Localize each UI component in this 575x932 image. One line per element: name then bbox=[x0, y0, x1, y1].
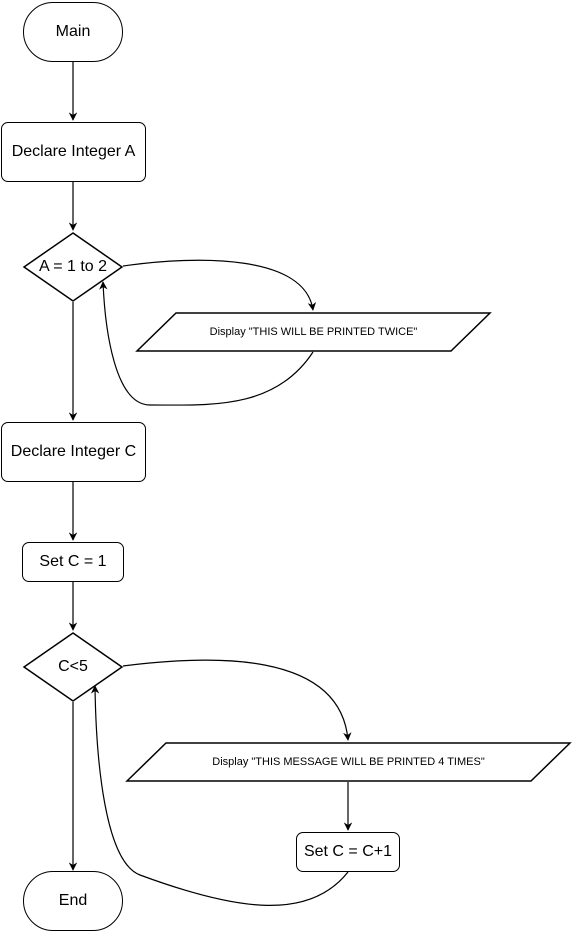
declare-a-label: Declare Integer A bbox=[11, 143, 136, 160]
start-terminal: Main bbox=[23, 2, 123, 62]
display-four-parallelogram bbox=[125, 742, 572, 782]
loop-a-label: A = 1 to 2 bbox=[38, 258, 108, 275]
declare-c-label: Declare Integer C bbox=[10, 443, 137, 460]
loop-c-label: C<5 bbox=[58, 658, 88, 675]
loop-c-decision: C<5 bbox=[22, 632, 124, 702]
end-terminal: End bbox=[23, 871, 123, 931]
declare-c-process: Declare Integer C bbox=[1, 422, 146, 482]
set-c-label: Set C = 1 bbox=[39, 553, 107, 570]
increment-c-label: Set C = C+1 bbox=[303, 843, 393, 860]
declare-a-process: Declare Integer A bbox=[1, 122, 146, 182]
arrow-loop-c-to-display-four bbox=[122, 659, 352, 741]
display-twice-parallelogram bbox=[135, 312, 492, 352]
arrow-display-twice-back-to-loop-a bbox=[99, 281, 314, 406]
arrow-loop-a-to-display-twice bbox=[122, 259, 317, 311]
display-four-label: Display "THIS MESSAGE WILL BE PRINTED 4 … bbox=[212, 756, 485, 768]
loop-a-diamond bbox=[22, 232, 124, 302]
set-c-process: Set C = 1 bbox=[22, 542, 124, 582]
end-label: End bbox=[58, 892, 88, 909]
start-label: Main bbox=[55, 23, 91, 40]
loop-c-diamond bbox=[22, 632, 124, 702]
display-twice-io: Display "THIS WILL BE PRINTED TWICE" bbox=[135, 312, 492, 352]
loop-a-decision: A = 1 to 2 bbox=[22, 232, 124, 302]
increment-c-process: Set C = C+1 bbox=[296, 832, 400, 872]
display-twice-label: Display "THIS WILL BE PRINTED TWICE" bbox=[209, 326, 418, 338]
arrow-increment-c-back-to-loop-c bbox=[90, 685, 349, 906]
display-four-io: Display "THIS MESSAGE WILL BE PRINTED 4 … bbox=[125, 742, 572, 782]
